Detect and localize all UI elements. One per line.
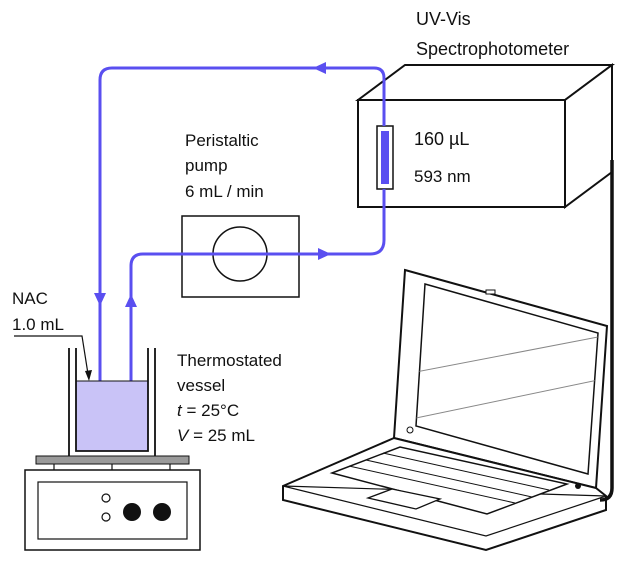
laptop [282,268,609,552]
stirrer-hotplate [24,455,201,551]
reagent-arrow-icon [85,370,92,381]
glare-line-2 [416,379,598,419]
vessel-liquid [76,381,148,451]
spectro-title-line1: UV-Vis [416,9,471,29]
pump-label-line2: pump [185,156,228,175]
peristaltic-pump [181,215,300,298]
data-cable [599,160,614,502]
reagent-addition [14,335,92,381]
spectrophotometer: 160 µL 593 nm [354,63,616,209]
key-row-1 [348,465,516,504]
reagent-label-line2: 1.0 mL [12,315,64,334]
thermostated-vessel [68,348,156,458]
tubing [98,66,386,443]
pump-label-line3: 6 mL / min [185,182,264,201]
keyboard-rows [348,452,550,504]
arrow-up-icon [125,294,137,307]
lid-dot [406,426,414,434]
flow-cell-channel [381,131,389,184]
power-button [575,483,581,489]
return-tube [98,66,386,443]
vessel-label-line1: Thermostated [177,351,282,370]
pump-feed-tube [129,189,386,443]
indicator-light-top [101,493,111,503]
webcam [485,289,496,295]
arrow-down-icon [94,293,106,306]
arrow-left-icon [313,62,326,74]
glare-line-1 [416,336,598,373]
flow-arrows [94,62,331,307]
heat-knob [153,503,171,521]
key-row-3 [382,452,550,491]
spectro-volume-label: 160 µL [414,129,469,149]
key-row-2 [365,459,533,498]
vessel-temperature: t = 25°C [177,401,239,420]
screen-glare [416,336,598,419]
touchpad [365,488,443,510]
indicator-light-bottom [101,512,111,522]
spectro-wavelength-label: 593 nm [414,167,471,186]
stir-knob [123,503,141,521]
hotplate-top [35,455,190,465]
vessel-label-line2: vessel [177,376,225,395]
reagent-label-line1: NAC [12,289,48,308]
reagent-leader-line [14,335,89,375]
vessel-volume: V = 25 mL [177,426,255,445]
pump-label-line1: Peristaltic [185,131,259,150]
arrow-right-icon [318,248,331,260]
spectro-title-line2: Spectrophotometer [416,39,569,59]
laptop-screen [415,283,599,475]
